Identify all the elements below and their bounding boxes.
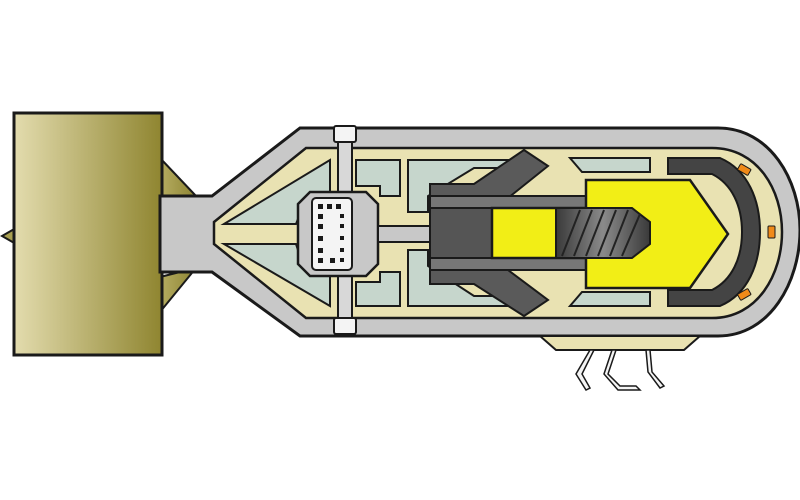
- lower-clamp: [333, 317, 357, 335]
- initiator-unit: [296, 190, 380, 278]
- lower-mid-panel: [355, 271, 401, 307]
- gun-assembly: [429, 148, 587, 318]
- antenna-left: [575, 349, 596, 391]
- lower-right-panel: [567, 291, 651, 307]
- antenna-fairing: [537, 335, 703, 351]
- barrel-casing-bottom: [429, 257, 587, 271]
- fuse-ports: [737, 163, 776, 301]
- fuse-port-bottom: [737, 288, 752, 301]
- connector-pins: [318, 204, 344, 263]
- barrel-casing-top: [429, 195, 587, 209]
- tail-box: [12, 111, 164, 357]
- antenna-assembly: [537, 335, 703, 391]
- threaded-spike: [555, 207, 651, 259]
- fuse-port-top: [737, 163, 752, 176]
- projectile-block: [429, 207, 493, 259]
- upper-right-panel: [567, 157, 651, 173]
- antenna-right: [645, 349, 666, 389]
- nose-tamper: [667, 157, 762, 307]
- lower-tail-fin: [159, 266, 199, 315]
- fuse-port-mid: [767, 225, 776, 239]
- antenna-middle: [603, 349, 642, 391]
- upper-mid-panel: [355, 159, 401, 197]
- upper-clamp: [333, 125, 357, 143]
